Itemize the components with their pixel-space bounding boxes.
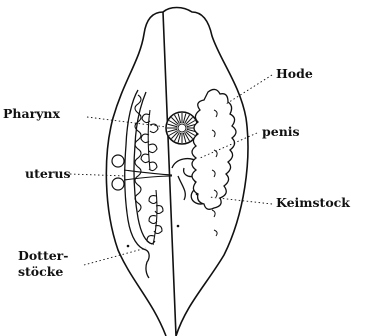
label-hode: Hode — [276, 66, 313, 81]
leader-pharynx — [87, 117, 166, 127]
label-penis: penis — [262, 124, 300, 139]
vitellarium-upper-branch — [141, 110, 158, 171]
label-pharynx: Pharynx — [3, 106, 61, 121]
label-uterus: uterus — [25, 166, 71, 181]
vitellarium-left-lobes — [135, 95, 141, 212]
spot-2 — [127, 245, 130, 248]
label-dotterstoecke-line1: Dotter- — [18, 248, 68, 263]
vitellarium-lower-branch — [147, 190, 163, 245]
hode-organ — [192, 89, 236, 236]
spot-1 — [177, 225, 180, 228]
leader-uterus — [70, 174, 126, 176]
leader-dotterstoecke — [84, 248, 146, 265]
label-keimstock: Keimstock — [276, 195, 350, 210]
label-dotterstoecke-line2: stöcke — [18, 264, 63, 279]
